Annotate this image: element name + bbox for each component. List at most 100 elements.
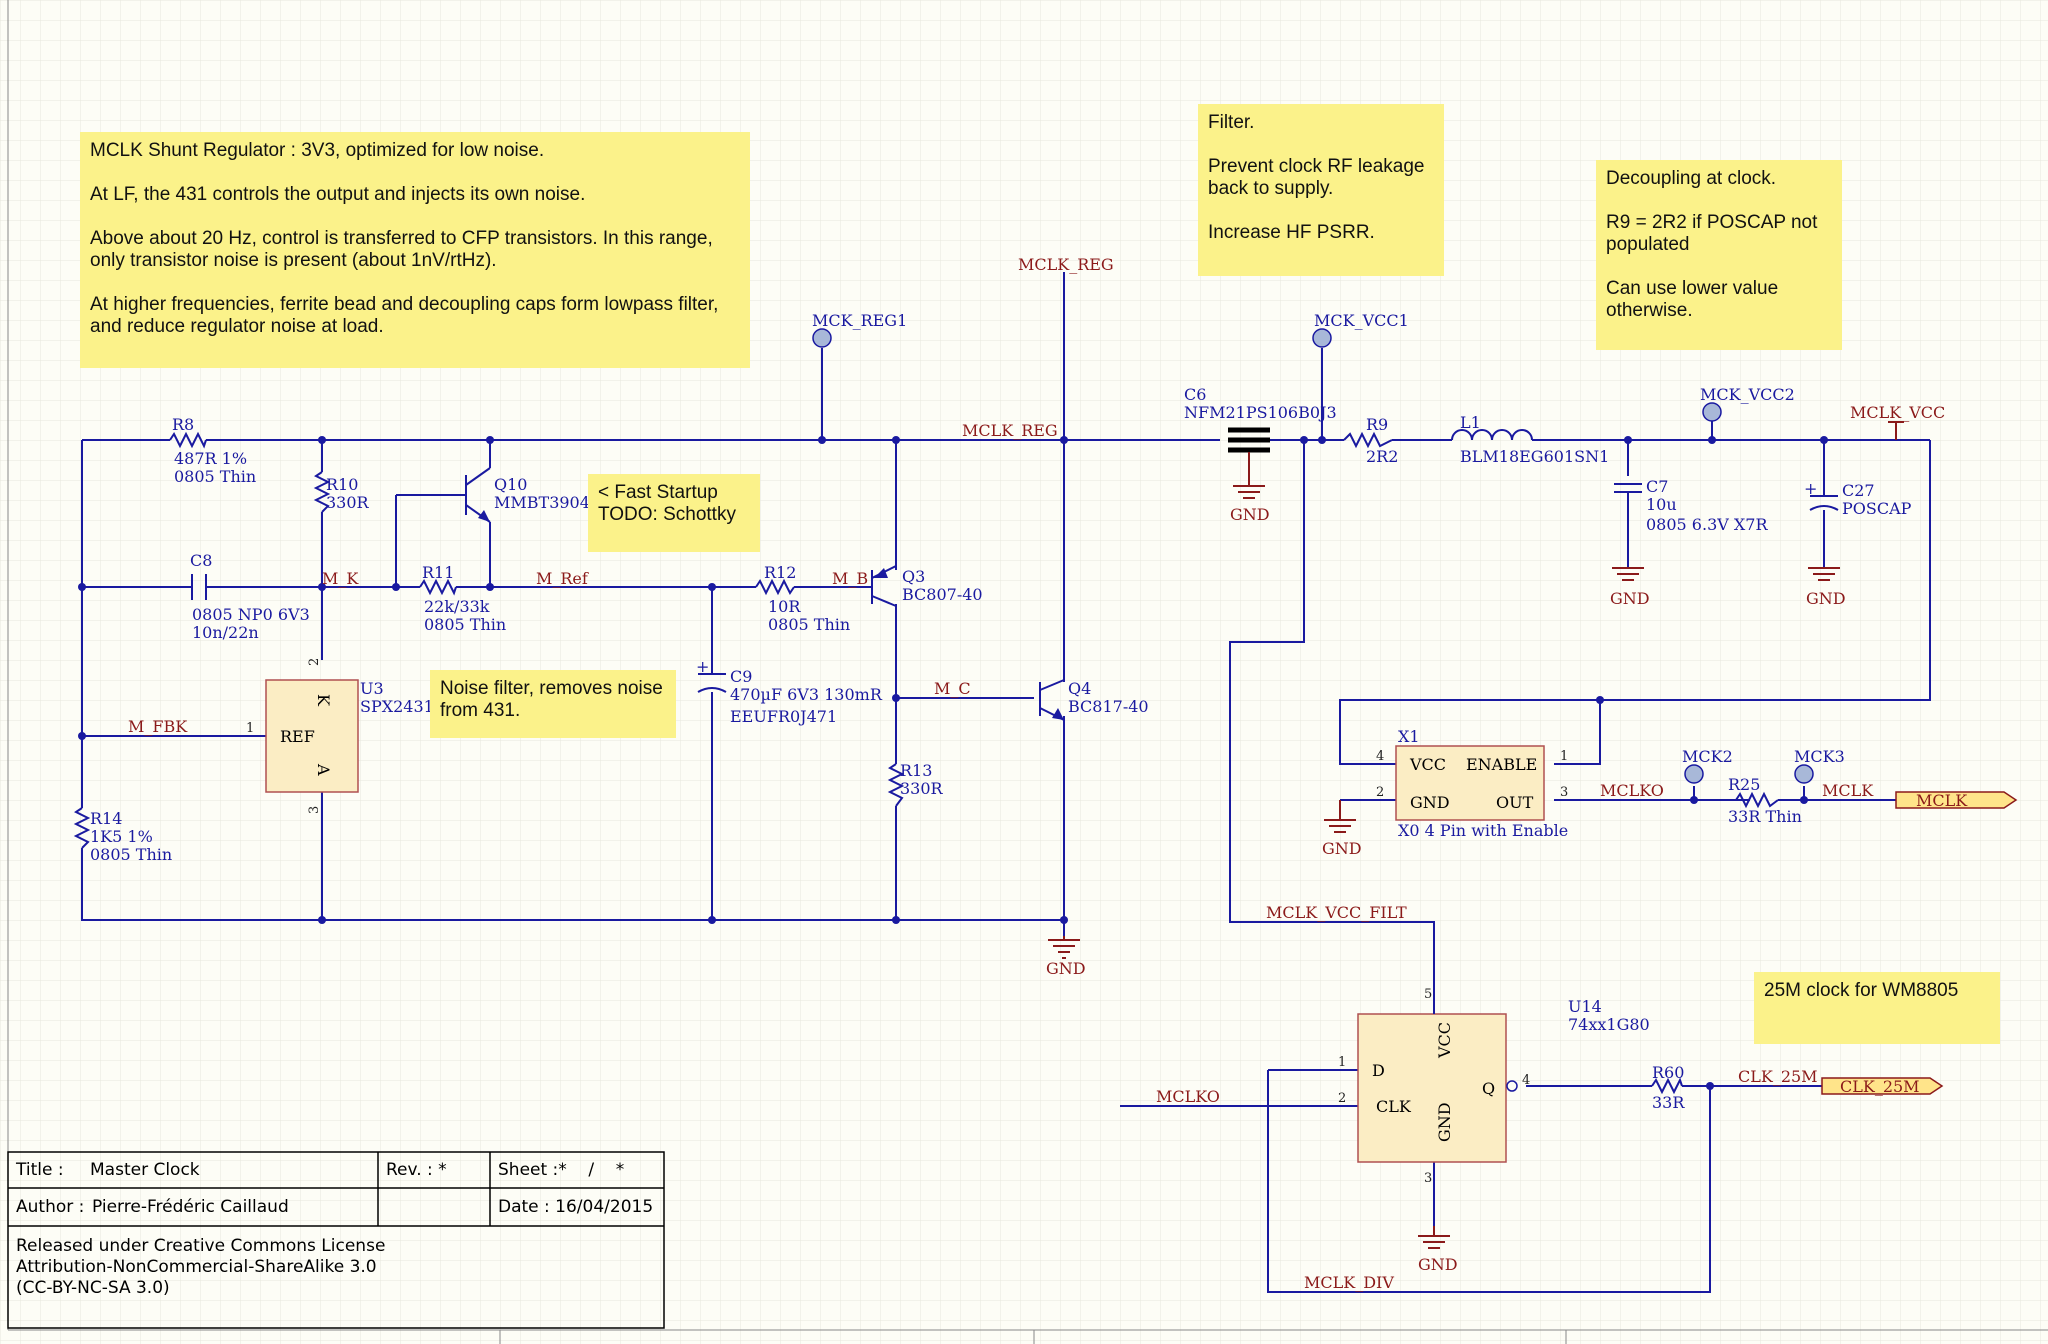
r9-resistor[interactable]: R9 2R2 <box>1343 415 1398 466</box>
r11-resistor[interactable]: R11 22k/33k 0805 Thin <box>419 563 506 634</box>
svg-text:0805 Thin: 0805 Thin <box>424 615 506 634</box>
author-value: Pierre-Frédéric Caillaud <box>92 1197 289 1217</box>
r60-resistor[interactable]: R60 33R <box>1651 1063 1685 1112</box>
mck2-probe[interactable] <box>1684 764 1704 784</box>
net-mck-vcc1: MCK_VCC1 <box>1314 311 1409 330</box>
u3-shunt-reference[interactable]: REF K A U3 SPX2431 1 2 3 <box>246 658 434 814</box>
svg-text:0805 NP0 6V3: 0805 NP0 6V3 <box>192 605 310 624</box>
svg-text:U3: U3 <box>360 679 384 698</box>
svg-text:10R: 10R <box>768 597 801 616</box>
svg-text:X1: X1 <box>1398 727 1420 746</box>
svg-text:C9: C9 <box>730 667 752 686</box>
mck-reg1-probe[interactable] <box>812 328 832 348</box>
svg-text:MCLK: MCLK <box>1916 791 1968 810</box>
svg-text:3: 3 <box>1560 785 1568 800</box>
svg-text:EEUFR0J471: EEUFR0J471 <box>730 707 837 726</box>
svg-text:22k/33k: 22k/33k <box>424 597 490 616</box>
svg-text:C6: C6 <box>1184 385 1206 404</box>
svg-text:X0 4 Pin with Enable: X0 4 Pin with Enable <box>1398 821 1568 840</box>
svg-text:VCC: VCC <box>1409 755 1446 774</box>
svg-text:REF: REF <box>280 727 315 746</box>
net-mck2: MCK2 <box>1682 747 1733 766</box>
svg-text:C27: C27 <box>1842 481 1875 500</box>
svg-text:10u: 10u <box>1646 495 1677 514</box>
svg-text:0805 Thin: 0805 Thin <box>174 467 256 486</box>
svg-text:D: D <box>1372 1061 1385 1080</box>
r13-resistor[interactable]: R13 330R <box>887 761 944 807</box>
svg-text:MMBT3904: MMBT3904 <box>494 493 590 512</box>
svg-text:1: 1 <box>1560 749 1568 764</box>
svg-text:4: 4 <box>1522 1073 1530 1088</box>
net-mclk-reg-top: MCLK_REG <box>1018 255 1114 274</box>
r25-resistor[interactable]: R25 33R Thin <box>1728 775 1802 826</box>
q10-transistor[interactable]: Q10 MMBT3904 <box>465 467 590 523</box>
svg-text:3: 3 <box>1424 1171 1432 1186</box>
net-mclk-vcc-filt: MCLK_VCC_FILT <box>1266 903 1407 922</box>
junctions <box>78 436 1828 1090</box>
title-value: Master Clock <box>90 1160 200 1180</box>
svg-text:330R: 330R <box>900 779 944 798</box>
svg-text:C8: C8 <box>190 551 212 570</box>
mclk-port[interactable]: MCLK <box>1895 791 2018 810</box>
svg-text:487R 1%: 487R 1% <box>174 449 247 468</box>
svg-text:GND: GND <box>1806 589 1846 608</box>
svg-text:R9: R9 <box>1366 415 1388 434</box>
q4-transistor[interactable]: Q4 BC817-40 <box>1039 679 1149 721</box>
svg-text:74xx1G80: 74xx1G80 <box>1568 1015 1650 1034</box>
svg-text:ENABLE: ENABLE <box>1466 755 1537 774</box>
net-mck3: MCK3 <box>1794 747 1845 766</box>
svg-text:R25: R25 <box>1728 775 1760 794</box>
l1-ferrite[interactable]: L1 BLM18EG601SN1 <box>1451 413 1609 466</box>
svg-text:2R2: 2R2 <box>1366 447 1398 466</box>
u14-flip-flop[interactable]: D CLK Q VCC GND U14 74xx1G80 1 2 4 5 3 G… <box>1338 987 1650 1274</box>
net-m-k: M_K <box>322 569 359 588</box>
svg-text:L1: L1 <box>1460 413 1481 432</box>
svg-text:R10: R10 <box>326 475 358 494</box>
gnd-symbol-reg: GND <box>1046 936 1086 978</box>
right-wires <box>1120 348 1931 1293</box>
c8-capacitor[interactable]: C8 0805 NP0 6V3 10n/22n <box>190 551 310 642</box>
net-m-b: M_B <box>832 569 868 588</box>
svg-text:3: 3 <box>307 806 322 814</box>
net-mclko-1: MCLKO <box>1600 781 1664 800</box>
net-clk-25m: CLK_25M <box>1738 1067 1818 1086</box>
mck-vcc1-probe[interactable] <box>1312 328 1332 348</box>
r12-resistor[interactable]: R12 10R 0805 Thin <box>755 563 850 634</box>
svg-text:A: A <box>314 763 333 776</box>
clk-25m-port[interactable]: CLK_25M <box>1821 1077 1944 1096</box>
c7-capacitor[interactable]: C7 10u 0805 6.3V X7R GND <box>1610 477 1768 608</box>
note-regulator: MCLK Shunt Regulator : 3V3, optimized fo… <box>80 132 750 368</box>
svg-text:C7: C7 <box>1646 477 1668 496</box>
mck3-probe[interactable] <box>1794 764 1814 784</box>
svg-text:0805 6.3V X7R: 0805 6.3V X7R <box>1646 515 1768 534</box>
regulator-wires <box>81 272 1220 936</box>
x1-oscillator[interactable]: VCC ENABLE GND OUT X1 X0 4 Pin with Enab… <box>1322 727 1568 858</box>
svg-text:1K5 1%: 1K5 1% <box>90 827 153 846</box>
svg-text:R14: R14 <box>90 809 122 828</box>
c9-capacitor[interactable]: + C9 470µF 6V3 130mR EEUFR0J471 <box>696 657 883 726</box>
net-m-ref: M_Ref <box>536 569 589 588</box>
svg-text:CLK_25M: CLK_25M <box>1840 1077 1920 1096</box>
c6-feedthrough-cap[interactable]: GND C6 NFM21PS106B0J3 <box>1184 385 1337 524</box>
r10-resistor[interactable]: R10 330R <box>313 471 370 513</box>
r14-resistor[interactable]: R14 1K5 1% 0805 Thin <box>73 807 172 864</box>
mck-vcc2-probe[interactable] <box>1702 402 1722 422</box>
svg-text:Q10: Q10 <box>494 475 527 494</box>
q3-transistor[interactable]: Q3 BC807-40 <box>871 565 983 607</box>
net-mclk-reg-mid: MCLK_REG <box>962 421 1058 440</box>
svg-text:+: + <box>1804 479 1817 498</box>
note-noise-filter: Noise filter, removes noise from 431. <box>430 670 676 738</box>
net-mclk: MCLK <box>1822 781 1874 800</box>
revision: Rev. : * <box>386 1160 447 1180</box>
svg-text:MCLK_VCC: MCLK_VCC <box>1850 403 1945 422</box>
title-label: Title : <box>16 1160 64 1180</box>
svg-text:2: 2 <box>307 658 322 666</box>
svg-text:R13: R13 <box>900 761 932 780</box>
svg-text:VCC: VCC <box>1435 1022 1454 1059</box>
license-text: Released under Creative Commons License … <box>16 1236 386 1298</box>
svg-text:SPX2431: SPX2431 <box>360 697 434 716</box>
c27-capacitor[interactable]: + C27 POSCAP GND <box>1804 479 1912 608</box>
svg-text:U14: U14 <box>1568 997 1602 1016</box>
svg-text:+: + <box>696 657 709 676</box>
r8-resistor[interactable]: R8 487R 1% 0805 Thin <box>169 415 256 486</box>
